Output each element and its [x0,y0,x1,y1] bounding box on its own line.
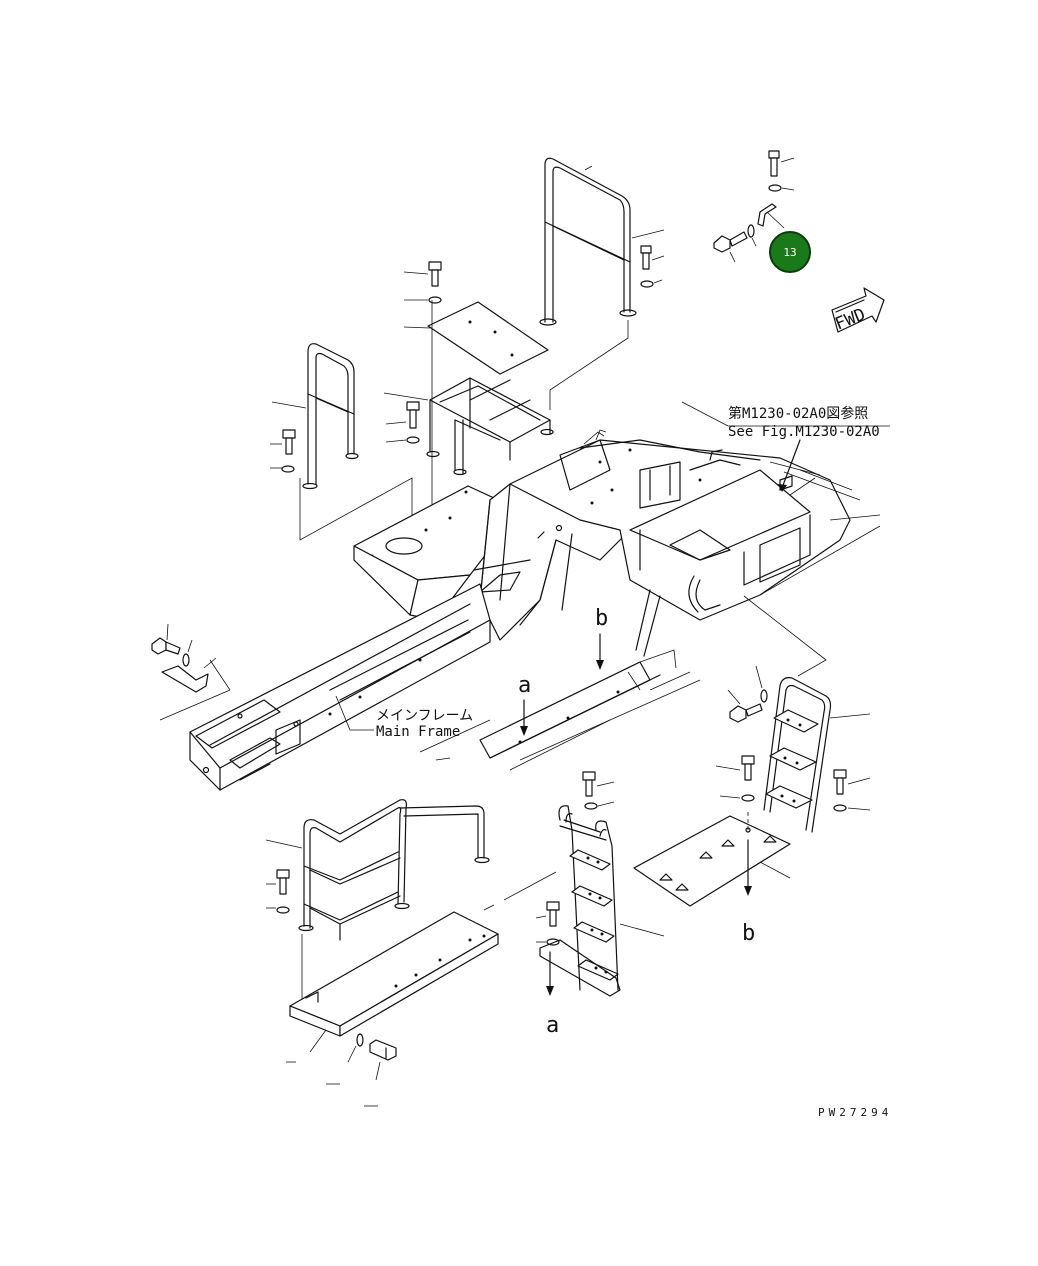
bracket-icon [161,657,217,693]
washer-icon [266,906,290,914]
right-ladder [763,677,871,833]
washer-icon [640,279,663,288]
washer-icon [404,296,442,304]
bolt-icon [833,769,871,795]
fig-ref-label-jp: 第M1230-02A0図参照 [728,405,868,422]
bolt-icon [727,689,763,723]
bottom-handrail [265,799,490,941]
ref-b-bottom: b [742,921,755,946]
washer-icon [385,436,420,444]
bolt-icon [403,261,442,287]
washer-icon [768,184,795,192]
washer-icon [747,224,757,247]
washer-icon [182,639,193,667]
bolt-icon [385,401,420,429]
washer-icon [270,465,295,473]
ref-b-top: b [595,606,608,631]
bolt-icon [715,755,755,781]
washer-icon [584,801,615,810]
ref-a-bottom: a [546,1013,559,1038]
bottom-step-plate [289,911,499,1053]
right-floor-plate [633,815,791,907]
left-handrail [271,343,359,490]
washer-icon [755,665,768,703]
washer-icon [833,804,871,812]
fwd-arrow-icon: FWD [831,287,885,335]
fig-ref-label-en: See Fig.M1230-02A0 [728,424,880,440]
washer-icon [719,794,755,802]
bolt-icon [640,245,665,270]
bolt-icon [713,231,748,263]
bolt-icon [768,150,795,177]
washer-icon [347,1033,364,1063]
main-frame-label-jp: メインフレーム [376,708,473,724]
callout-number: 13 [783,246,796,259]
callout-marker-icon[interactable]: 13 [769,231,811,273]
bolt-icon [270,429,296,455]
bolt-icon [266,869,290,895]
ref-a-top: a [518,673,531,698]
main-frame-label-en: Main Frame [376,724,460,740]
cover-plate [403,301,549,375]
bolt-icon [535,901,560,927]
washer-icon [536,938,560,946]
angle-bracket-icon [757,203,785,229]
bolt-icon [151,623,181,655]
center-ladder [539,805,665,997]
main-frame [159,429,881,791]
step-frame [383,377,554,476]
top-handrail [539,157,665,326]
drawing-number: PW27294 [818,1106,892,1119]
fwd-label: FWD [832,305,868,335]
bolt-icon [369,1039,397,1081]
frame-beam [419,649,701,771]
bolt-icon [582,771,615,797]
